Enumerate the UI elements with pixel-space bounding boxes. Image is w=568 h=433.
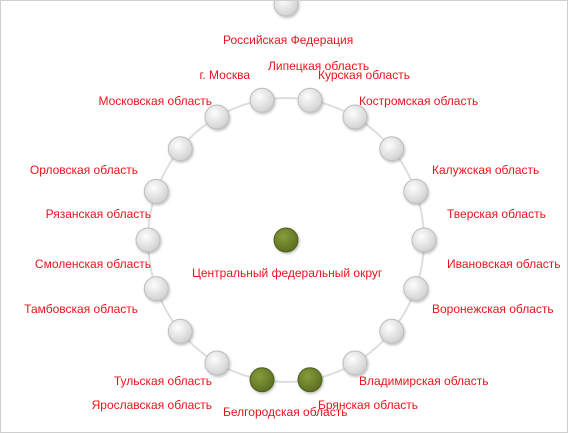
region-node-orel[interactable]: [167, 136, 193, 162]
region-node-smolensk[interactable]: [135, 227, 161, 253]
region-label-moscow-oblast[interactable]: Московская область: [98, 94, 212, 108]
region-label-lipetsk[interactable]: Липецкая область: [268, 59, 370, 73]
region-node-lipetsk[interactable]: [297, 87, 323, 113]
region-node-kursk[interactable]: [342, 104, 368, 130]
region-node-bryansk[interactable]: [297, 367, 323, 393]
parent-region-label[interactable]: Российская Федерация: [223, 33, 354, 47]
region-label-tambov[interactable]: Тамбовская область: [24, 302, 138, 316]
region-node-belgorod[interactable]: [249, 367, 275, 393]
region-node-yaroslavl[interactable]: [204, 350, 230, 376]
region-label-voronezh[interactable]: Воронежская область: [432, 302, 554, 316]
region-label-kostroma[interactable]: Костромская область: [359, 94, 479, 108]
region-node-voronezh[interactable]: [379, 318, 405, 344]
region-label-ivanovo[interactable]: Ивановская область: [447, 257, 561, 271]
region-label-smolensk[interactable]: Смоленская область: [34, 257, 151, 271]
region-label-kursk[interactable]: Курская область: [318, 68, 410, 82]
region-node-tula[interactable]: [167, 318, 193, 344]
region-label-moscow[interactable]: г. Москва: [199, 68, 250, 82]
parent-node[interactable]: [273, 1, 299, 17]
region-node-moscow-oblast[interactable]: [204, 104, 230, 130]
region-label-yaroslavl[interactable]: Ярославская область: [91, 398, 212, 412]
region-node-ryazan[interactable]: [143, 178, 169, 204]
center-region-label[interactable]: Центральный федеральный округ: [192, 266, 383, 280]
region-label-tver[interactable]: Тверская область: [447, 207, 546, 221]
region-node-ivanovo[interactable]: [403, 276, 429, 302]
region-node-tver[interactable]: [411, 227, 437, 253]
region-label-vladimir[interactable]: Владимирская область: [359, 374, 489, 388]
region-label-belgorod[interactable]: Белгородская область: [223, 405, 348, 419]
region-node-kaluga[interactable]: [403, 178, 429, 204]
region-node-vladimir[interactable]: [342, 350, 368, 376]
region-node-tambov[interactable]: [143, 276, 169, 302]
region-label-ryazan[interactable]: Рязанская область: [45, 207, 151, 221]
region-label-orel[interactable]: Орловская область: [29, 163, 138, 177]
region-label-tula[interactable]: Тульская область: [113, 374, 212, 388]
region-label-kaluga[interactable]: Калужская область: [432, 163, 540, 177]
center-node[interactable]: [273, 227, 299, 253]
region-label-bryansk[interactable]: Брянская область: [318, 398, 418, 412]
region-node-kostroma[interactable]: [379, 136, 405, 162]
region-node-moscow[interactable]: [249, 87, 275, 113]
